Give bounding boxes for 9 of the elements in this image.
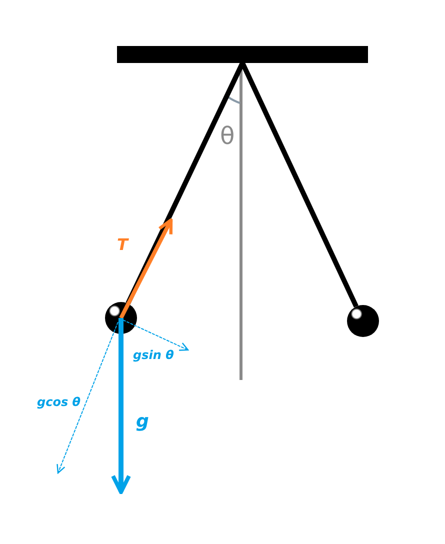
ceiling-bar [117,46,368,63]
force-label: gcos θ [37,396,81,408]
pendulum-string [240,62,358,308]
pendulum-string [126,62,245,305]
angle-label: θ [220,124,235,148]
force-label: gsin θ [133,349,174,361]
force-label: T [117,237,128,253]
pendulum-bob [347,305,379,337]
force-label: g [136,413,149,431]
